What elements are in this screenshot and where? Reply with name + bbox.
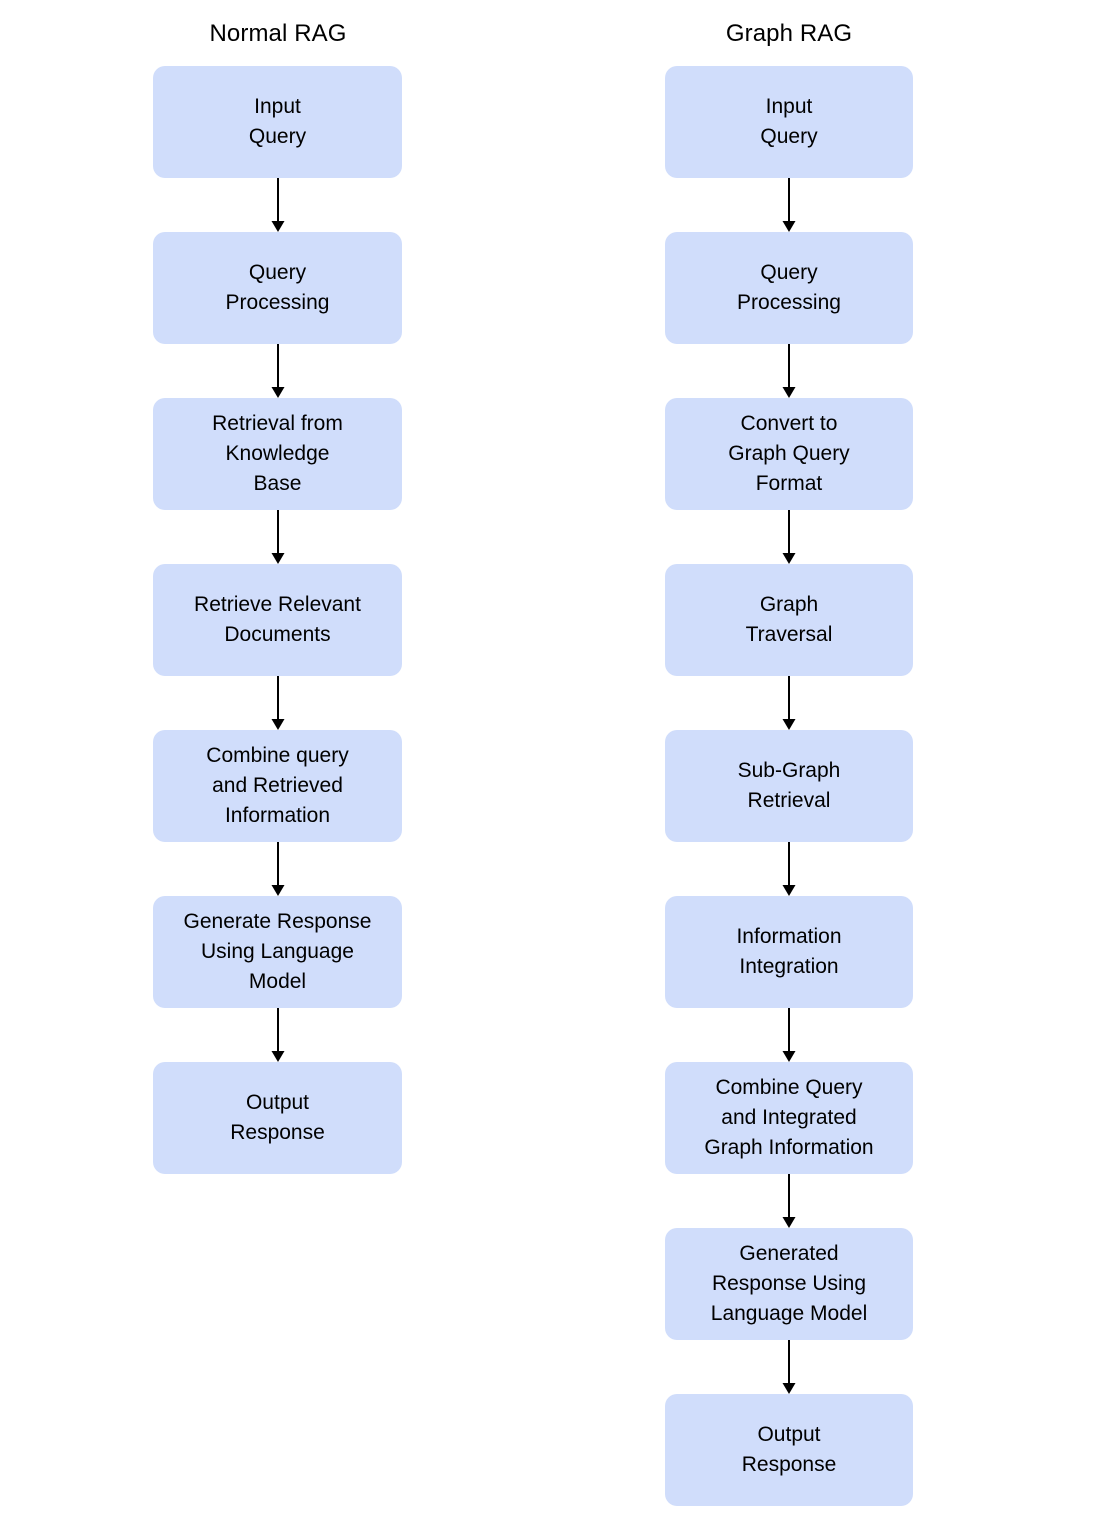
node-label: Input Query <box>248 95 307 148</box>
arrow-graph-rag-5 <box>782 1008 796 1062</box>
arrow-normal-rag-1 <box>271 344 284 398</box>
arrow-graph-rag-6 <box>782 1174 796 1228</box>
node-label: Graph Traversal <box>745 593 833 646</box>
node-label: Output Response <box>230 1091 325 1144</box>
arrow-graph-rag-2 <box>782 510 796 564</box>
column-title-normal-rag: Normal RAG <box>209 20 347 47</box>
node-label: Convert to Graph Query Format <box>728 412 850 495</box>
node-graph-rag-query-processing[interactable]: Query Processing <box>665 232 913 344</box>
node-normal-rag-retrieval-from-knowledge-base[interactable]: Retrieval from Knowledge Base <box>153 398 402 510</box>
node-label: Combine query and Retrieved Information <box>206 744 349 827</box>
node-graph-rag-sub-graph-retrieval[interactable]: Sub-Graph Retrieval <box>665 730 913 842</box>
node-label: Output Response <box>741 1423 837 1476</box>
node-label: Query Processing <box>225 261 330 314</box>
node-normal-rag-input-query[interactable]: Input Query <box>153 66 402 178</box>
arrow-graph-rag-3 <box>782 676 796 730</box>
node-normal-rag-query-processing[interactable]: Query Processing <box>153 232 402 344</box>
node-label: Generated Response Using Language Model <box>710 1242 868 1325</box>
arrow-graph-rag-0 <box>782 178 796 232</box>
node-label: Combine Query and Integrated Graph Infor… <box>704 1076 874 1159</box>
node-graph-rag-generated-response-using-language-model[interactable]: Generated Response Using Language Model <box>665 1228 913 1340</box>
arrow-normal-rag-3 <box>271 676 284 730</box>
node-graph-rag-input-query[interactable]: Input Query <box>665 66 913 178</box>
node-normal-rag-combine-query-and-retrieved-information[interactable]: Combine query and Retrieved Information <box>153 730 402 842</box>
node-graph-rag-combine-query-and-integrated-graph-information[interactable]: Combine Query and Integrated Graph Infor… <box>665 1062 913 1174</box>
node-normal-rag-generate-response-using-language-model[interactable]: Generate Response Using Language Model <box>153 896 402 1008</box>
column-title-graph-rag: Graph RAG <box>725 20 853 47</box>
arrow-normal-rag-4 <box>271 842 284 896</box>
node-graph-rag-convert-to-graph-query-format[interactable]: Convert to Graph Query Format <box>665 398 913 510</box>
arrow-normal-rag-5 <box>271 1008 284 1062</box>
arrow-graph-rag-7 <box>782 1340 796 1394</box>
node-label: Input Query <box>760 95 818 148</box>
node-label: Retrieval from Knowledge Base <box>212 412 343 495</box>
arrow-graph-rag-1 <box>782 344 796 398</box>
arrow-graph-rag-4 <box>782 842 796 896</box>
node-label: Generate Response Using Language Model <box>183 910 372 993</box>
node-label: Query Processing <box>737 261 841 314</box>
node-normal-rag-output-response[interactable]: Output Response <box>153 1062 402 1174</box>
node-graph-rag-output-response[interactable]: Output Response <box>665 1394 913 1506</box>
arrow-normal-rag-0 <box>271 178 284 232</box>
node-label: Sub-Graph Retrieval <box>737 759 841 812</box>
node-normal-rag-retrieve-relevant-documents[interactable]: Retrieve Relevant Documents <box>153 564 402 676</box>
node-label: Information Integration <box>736 925 842 978</box>
node-graph-rag-information-integration[interactable]: Information Integration <box>665 896 913 1008</box>
arrow-normal-rag-2 <box>271 510 284 564</box>
node-label: Retrieve Relevant Documents <box>194 593 361 646</box>
node-graph-rag-graph-traversal[interactable]: Graph Traversal <box>665 564 913 676</box>
